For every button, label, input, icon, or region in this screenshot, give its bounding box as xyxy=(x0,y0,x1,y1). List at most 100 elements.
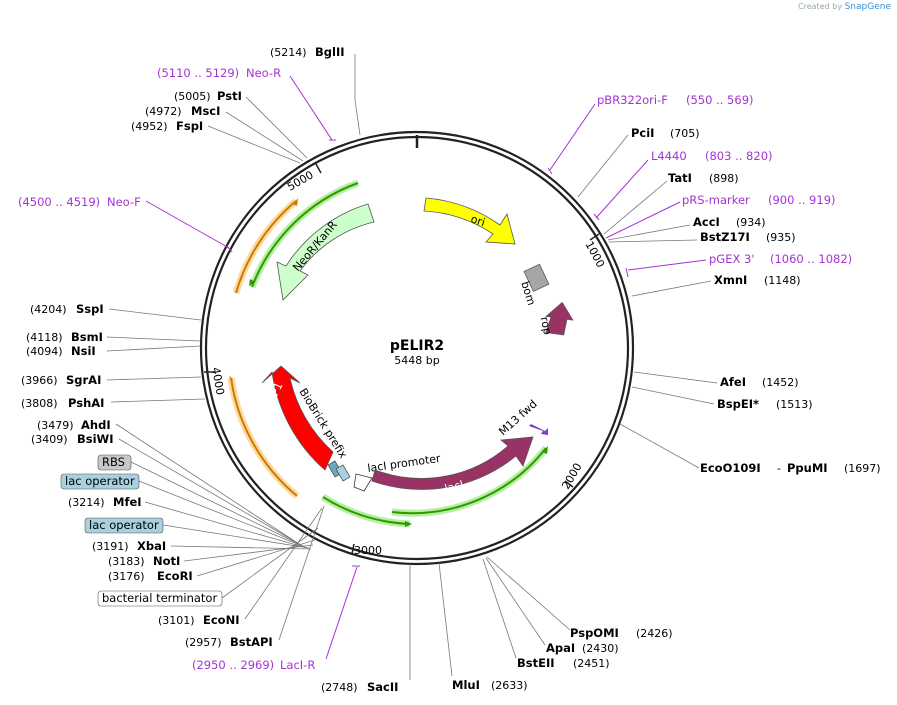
lead-mlui xyxy=(438,562,453,677)
enzyme-pshai: PshAI xyxy=(68,396,104,410)
lead-mfei xyxy=(144,501,308,549)
enzyme-bstz17i: BstZ17I xyxy=(700,230,750,244)
primer-neof-name: Neo-F xyxy=(107,195,141,209)
lead-ecoo109i xyxy=(619,423,700,469)
ori-feature[interactable] xyxy=(423,197,516,245)
svg-text:4000: 4000 xyxy=(209,366,227,396)
lead-ecori xyxy=(196,539,316,577)
primer-neor-range: (5110 .. 5129) xyxy=(157,66,239,80)
enzyme-sgrai: SgrAI xyxy=(66,373,101,387)
enzyme-bstapi: BstAPI xyxy=(230,635,273,649)
enzyme-pspomi: PspOMI xyxy=(570,626,619,640)
lac-operator-box-1 xyxy=(60,473,140,490)
tick-3000: 3000 xyxy=(351,543,382,557)
enzyme-mfei: MfeI xyxy=(113,495,142,509)
enzyme-pshai-pos: (3808) xyxy=(21,397,58,410)
primer-prs-name: pRS-marker xyxy=(682,193,750,207)
ori-label: ori xyxy=(469,212,487,229)
primer-pgex-range: (1060 .. 1082) xyxy=(770,252,852,266)
enzyme-bsmi-pos: (4118) xyxy=(26,331,63,344)
primer-prs-range: (900 .. 919) xyxy=(768,193,836,207)
enzyme-xmni-pos: (1148) xyxy=(764,274,801,287)
lead-msci xyxy=(225,111,304,162)
rbs-label: RBS xyxy=(102,455,125,469)
tick-5000: 5000 xyxy=(285,163,322,194)
primer-lacir-range: (2950 .. 2969) xyxy=(192,658,274,672)
bom-feature[interactable] xyxy=(523,263,550,292)
enzyme-pcii: PciI xyxy=(631,126,654,140)
enzyme-mfei-pos: (3214) xyxy=(68,496,105,509)
orf-arc-orange xyxy=(235,200,297,294)
lead-pcii xyxy=(577,134,629,198)
lead-pgex xyxy=(627,259,707,271)
enzyme-nsii: NsiI xyxy=(71,344,96,358)
svg-text:1000: 1000 xyxy=(583,239,608,270)
lead-bstz17i xyxy=(608,239,698,243)
lead-bspei xyxy=(631,386,715,405)
lead-prs xyxy=(605,201,681,239)
enzyme-mlui-pos: (2633) xyxy=(491,679,528,692)
lac-operator-box-2 xyxy=(84,517,164,534)
enzyme-pspomi-pos: (2426) xyxy=(636,627,673,640)
lead-bsteii xyxy=(482,558,517,659)
mrfp1-feature[interactable] xyxy=(261,365,334,471)
primer-pbr322ori-name: pBR322ori-F xyxy=(597,93,668,107)
lead-terminator xyxy=(221,527,319,599)
lac-operator-marker xyxy=(335,464,351,482)
orf-arc-top-head xyxy=(249,279,255,286)
enzyme-ahdi: AhdI xyxy=(81,418,111,432)
lead-acci xyxy=(607,224,691,241)
enzyme-bsiwi: BsiWI xyxy=(77,432,114,446)
lead-sspi xyxy=(108,308,202,321)
neor-feature[interactable] xyxy=(276,203,375,301)
m13fwd-label: M13 fwd xyxy=(496,397,539,438)
svg-text:2000: 2000 xyxy=(559,461,584,492)
lead-apai xyxy=(485,557,546,646)
lead-ahdi xyxy=(115,423,300,545)
enzyme-pcii-pos: (705) xyxy=(670,127,700,140)
enzyme-fspi: FspI xyxy=(176,119,203,133)
orf-arc-right xyxy=(391,447,547,515)
orf-arc-right-head xyxy=(542,446,548,454)
enzyme-ahdi-pos: (3479) xyxy=(37,419,74,432)
enzyme-mlui: MluI xyxy=(452,678,480,692)
enzyme-psti-pos: (5005) xyxy=(174,90,211,103)
lead-lac-op2 xyxy=(162,524,310,549)
enzyme-dash: - xyxy=(777,462,781,475)
laci-feature[interactable] xyxy=(371,436,534,490)
lead-sgrai xyxy=(106,376,202,381)
lead-bsiwi xyxy=(118,438,302,546)
enzyme-econi-pos: (3101) xyxy=(158,614,195,627)
enzyme-psti: PstI xyxy=(217,89,242,103)
enzyme-sspi: SspI xyxy=(76,302,104,316)
enzyme-bsiwi-pos: (3409) xyxy=(31,433,68,446)
enzyme-acci: AccI xyxy=(693,215,720,229)
lead-l4440 xyxy=(595,159,649,219)
tick-pbr322ori xyxy=(547,167,553,175)
lead-bsmi xyxy=(106,336,201,342)
lead-lac-op1 xyxy=(138,480,306,548)
enzyme-bsmi: BsmI xyxy=(71,330,103,344)
credit-prefix: Created by xyxy=(798,2,843,11)
rop-feature[interactable] xyxy=(544,300,575,336)
enzyme-noti-pos: (3183) xyxy=(108,555,145,568)
tick-pgex xyxy=(625,267,629,278)
snapgene-credit: Created by SnapGene xyxy=(798,2,891,12)
orf-arc-bottom xyxy=(322,496,411,525)
lead-bglii-b xyxy=(354,99,361,136)
enzyme-sspi-pos: (4204) xyxy=(30,303,67,316)
orf-arc-top xyxy=(251,182,359,288)
primer-l4440-name: L4440 xyxy=(651,149,687,163)
m13fwd-feature[interactable] xyxy=(529,424,548,435)
lac-operator-label-1: lac operator xyxy=(65,474,135,488)
laci-promoter-feature[interactable] xyxy=(353,473,373,492)
enzyme-ppumi: PpuMI xyxy=(787,461,828,475)
rop-label: rop xyxy=(538,316,554,336)
enzyme-tati-pos: (898) xyxy=(709,172,739,185)
laci-label: lacI xyxy=(443,478,465,495)
enzyme-noti: NotI xyxy=(153,554,180,568)
enzyme-ecori: EcoRI xyxy=(157,569,193,583)
enzyme-ecoo109i-pos: (1697) xyxy=(844,462,881,475)
backbone-outer xyxy=(199,130,635,566)
primer-neor-name: Neo-R xyxy=(246,66,281,80)
